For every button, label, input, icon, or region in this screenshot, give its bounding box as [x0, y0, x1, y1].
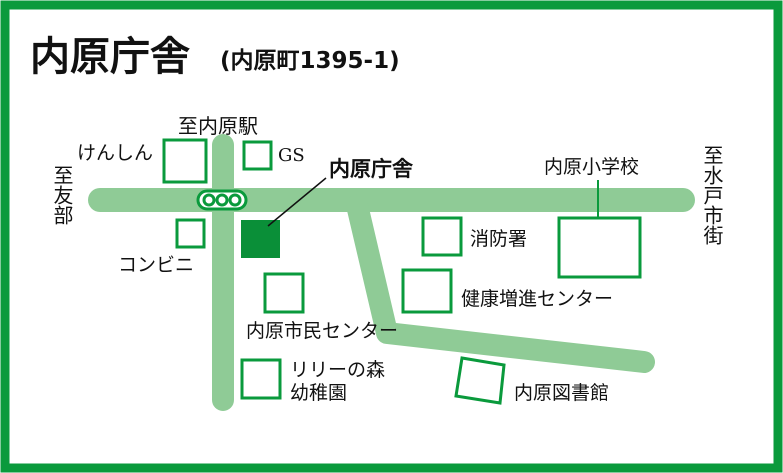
convenience-store-building: [175, 218, 206, 249]
office-leader-line: [267, 177, 327, 227]
kindergarten-label-line2: 幼稚園: [290, 382, 347, 404]
kindergarten-building: [240, 358, 282, 400]
traffic-signal-icon: [196, 189, 248, 211]
school-building: [557, 216, 642, 279]
kindergarten-label-line1: リリーの森: [290, 359, 385, 381]
map-title: 内原庁舎: [30, 34, 190, 80]
map-address: (内原町1395-1): [220, 48, 400, 74]
health-center-building: [401, 268, 453, 314]
gs-label: GS: [278, 145, 305, 166]
library-building: [454, 356, 506, 405]
library-label: 内原図書館: [514, 382, 609, 404]
fire-station-label: 消防署: [470, 228, 527, 250]
civic-center-label: 内原市民センター: [246, 320, 398, 342]
fire-station-building: [421, 216, 463, 257]
school-label: 内原小学校: [544, 156, 639, 178]
road-diagonal-south: [346, 194, 655, 373]
direction-north-label: 至内原駅: [178, 114, 258, 138]
kenshin-label: けんしん: [77, 142, 153, 164]
kenshin-building: [162, 138, 208, 184]
office-label: 内原庁舎: [329, 157, 414, 181]
direction-east-label: 至水戸市街: [700, 145, 724, 245]
gs-building: [242, 140, 273, 171]
civic-center-building: [263, 272, 305, 314]
health-center-label: 健康増進センター: [461, 288, 613, 310]
office-building: [241, 220, 280, 258]
direction-west-label: 至友部: [50, 165, 74, 225]
convenience-store-label: コンビニ: [118, 254, 194, 276]
buildings: [162, 138, 642, 405]
